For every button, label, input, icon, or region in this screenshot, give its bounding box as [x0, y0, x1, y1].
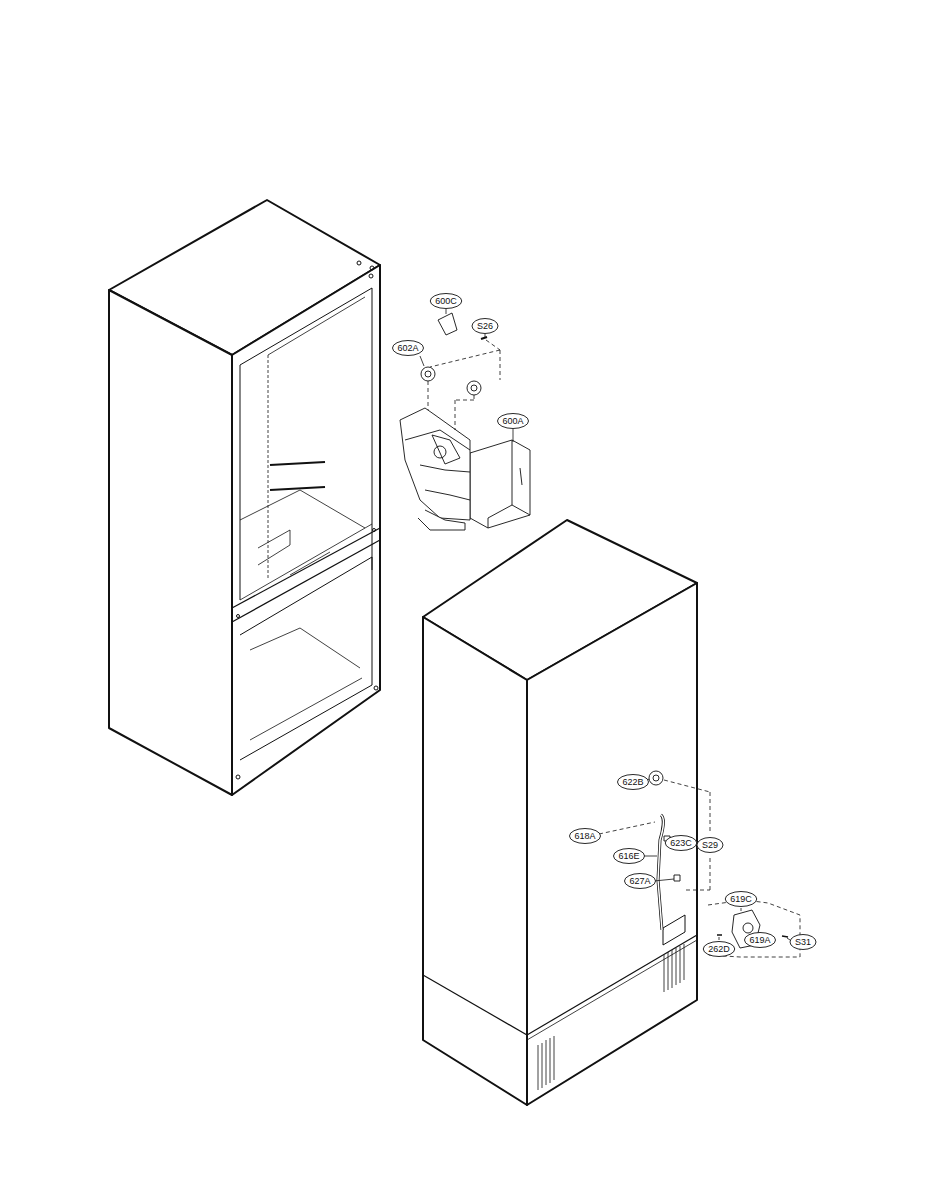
front-cabinet: [109, 200, 380, 795]
callout-oval: [725, 892, 757, 907]
dashed-guides: [428, 340, 500, 430]
dashed-guides: [599, 780, 800, 957]
callout-number: 600A: [502, 416, 523, 426]
callout-number: 600C: [435, 296, 457, 306]
callout-number: S26: [477, 321, 493, 331]
callout-oval: [472, 319, 498, 334]
callout-oval: [430, 294, 462, 309]
callout-oval: [617, 775, 648, 790]
callout-oval: [790, 935, 816, 950]
leader-lines: [420, 309, 790, 940]
callout-number: S29: [702, 840, 718, 850]
callout-number: 602A: [397, 343, 418, 353]
callout-number: 627A: [629, 876, 650, 886]
callout-number: S31: [795, 937, 811, 947]
rear-cabinet: [423, 520, 697, 1105]
callout-number: 262D: [708, 944, 730, 954]
callout-number: 619C: [730, 894, 752, 904]
callout-number: 622B: [622, 777, 643, 787]
callout-number: 616E: [618, 851, 639, 861]
icemaker: [400, 408, 530, 530]
callout-oval: [569, 829, 600, 844]
callout-oval: [497, 414, 528, 429]
callout-number: 623C: [670, 838, 692, 848]
callout-oval: [703, 942, 735, 957]
callout-number: 618A: [574, 831, 595, 841]
callout-oval: [392, 341, 423, 356]
callout-oval: [697, 838, 723, 853]
callout-number: 619A: [749, 935, 770, 945]
callout-oval: [624, 874, 655, 889]
callout-oval: [744, 933, 775, 948]
water-parts: [649, 771, 788, 948]
callout-oval: [665, 836, 697, 851]
callout-oval: [613, 849, 644, 864]
